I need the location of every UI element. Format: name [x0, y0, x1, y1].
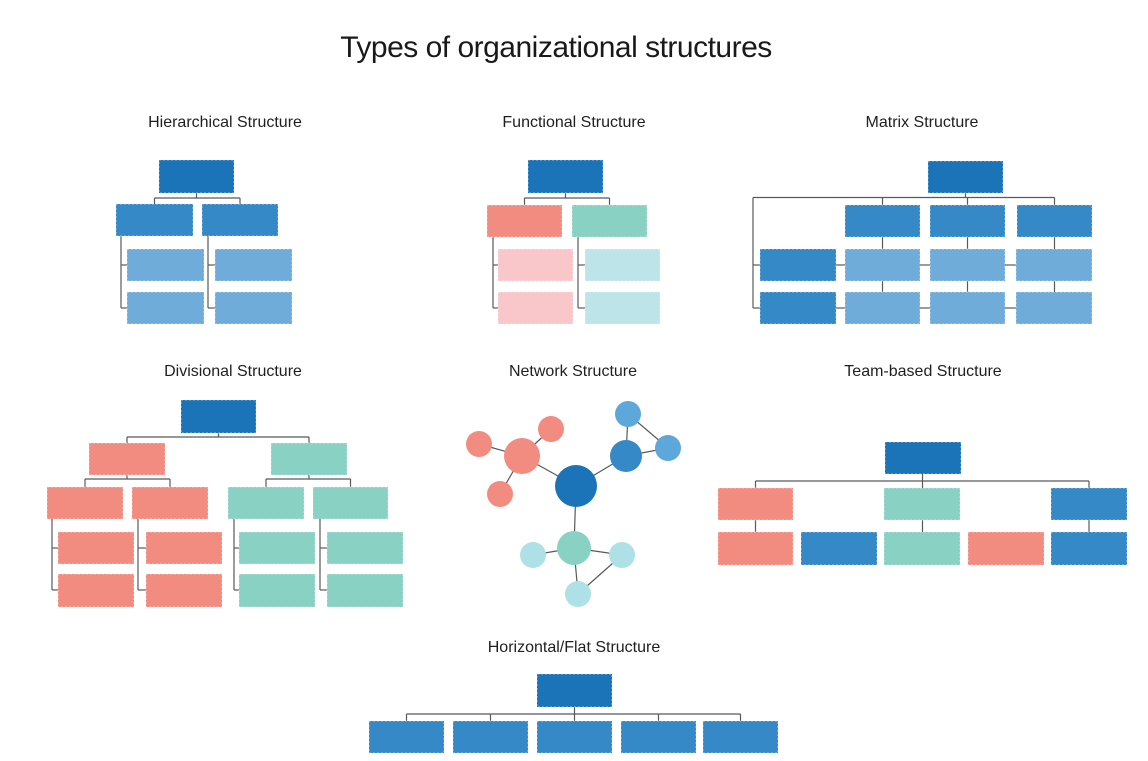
functional-box — [527, 159, 604, 194]
horizontal-flat-box — [536, 673, 613, 708]
team-based-box — [1050, 487, 1128, 521]
matrix-box — [759, 248, 837, 282]
team-based-box — [884, 441, 962, 475]
network-node — [615, 401, 641, 427]
hierarchical-diagram — [115, 159, 293, 325]
divisional-box — [131, 486, 209, 520]
divisional-box — [145, 531, 223, 565]
divisional-box — [238, 573, 316, 608]
horizontal-flat-box — [702, 720, 779, 754]
network-node — [655, 435, 681, 461]
team-based-structure-title: Team-based Structure — [844, 363, 1002, 380]
divisional-box — [270, 442, 348, 476]
functional-box — [584, 248, 661, 282]
horizontal-flat-box — [620, 720, 697, 754]
network-node — [504, 438, 540, 474]
matrix-box — [844, 204, 921, 238]
matrix-box — [759, 291, 837, 325]
network-node — [557, 531, 591, 565]
divisional-box — [312, 486, 389, 520]
network-node — [487, 481, 513, 507]
matrix-box — [1016, 204, 1093, 238]
divisional-box — [326, 531, 404, 565]
divisional-box — [227, 486, 305, 520]
network-node — [609, 542, 635, 568]
matrix-box — [1015, 248, 1093, 282]
functional-box — [497, 291, 574, 325]
horizontal-flat-box — [368, 720, 445, 754]
divisional-box — [46, 486, 124, 520]
hierarchical-structure-title: Hierarchical Structure — [148, 114, 302, 131]
network-node — [565, 581, 591, 607]
functional-box — [497, 248, 574, 282]
functional-structure-title: Functional Structure — [502, 114, 646, 131]
divisional-box — [180, 399, 257, 434]
network-node — [466, 431, 492, 457]
matrix-box — [929, 204, 1006, 238]
network-node — [520, 542, 546, 568]
divisional-box — [326, 573, 404, 608]
network-node — [610, 440, 642, 472]
network-diagram — [466, 401, 681, 607]
divisional-box — [57, 531, 135, 565]
horizontal-flat-structure-title: Horizontal/Flat Structure — [487, 639, 661, 656]
functional-box — [486, 204, 563, 238]
team-based-box — [967, 531, 1045, 566]
team-based-diagram — [717, 441, 1128, 566]
matrix-diagram — [752, 160, 1093, 325]
divisional-diagram — [46, 399, 404, 608]
functional-box — [571, 204, 648, 238]
functional-diagram — [486, 159, 661, 325]
network-node — [555, 465, 597, 507]
team-based-box — [717, 487, 794, 521]
divisional-box — [238, 531, 316, 565]
matrix-box — [844, 248, 921, 282]
divisional-box — [145, 573, 223, 608]
team-based-box — [883, 531, 961, 566]
page-title: Types of organizational structures — [340, 31, 772, 64]
hierarchical-box — [201, 203, 279, 237]
team-based-box — [1050, 531, 1128, 566]
team-based-box — [800, 531, 878, 566]
network-structure-title: Network Structure — [508, 363, 638, 380]
functional-box — [584, 291, 661, 325]
horizontal-flat-box — [536, 720, 613, 754]
hierarchical-box — [126, 248, 205, 282]
team-based-box — [883, 487, 961, 521]
matrix-box — [927, 160, 1004, 194]
hierarchical-box — [214, 248, 293, 282]
team-based-box — [717, 531, 794, 566]
divisional-box — [88, 442, 166, 476]
matrix-box — [929, 291, 1006, 325]
horizontal-flat-diagram — [368, 673, 779, 754]
matrix-box — [844, 291, 921, 325]
matrix-box — [929, 248, 1006, 282]
hierarchical-box — [214, 291, 293, 325]
network-node — [538, 416, 564, 442]
horizontal-flat-box — [452, 720, 529, 754]
hierarchical-box — [115, 203, 194, 237]
hierarchical-box — [126, 291, 205, 325]
hierarchical-box — [158, 159, 235, 194]
matrix-structure-title: Matrix Structure — [865, 114, 979, 131]
divisional-structure-title: Divisional Structure — [164, 363, 302, 380]
divisional-box — [57, 573, 135, 608]
matrix-box — [1015, 291, 1093, 325]
